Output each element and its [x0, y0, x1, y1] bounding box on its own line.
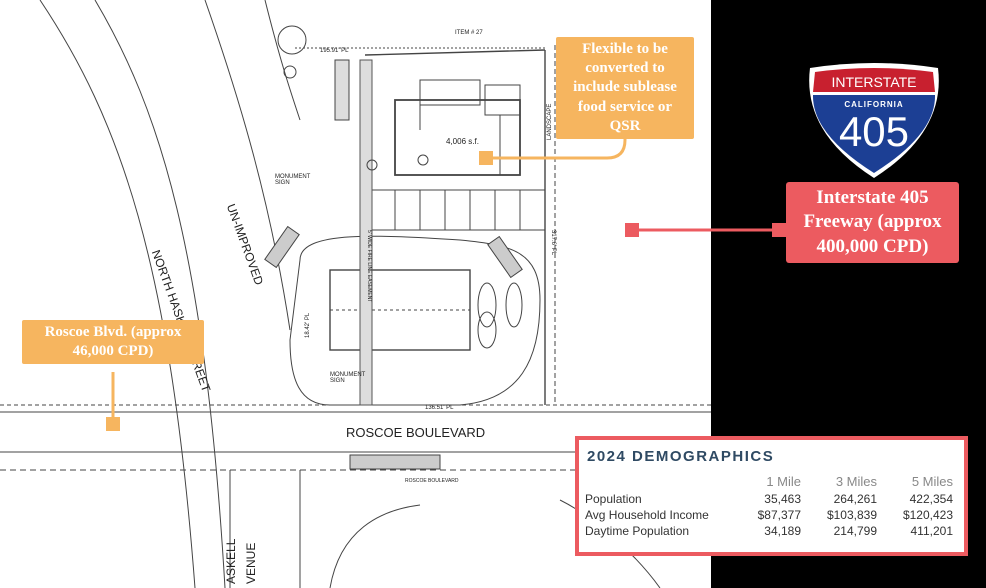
row-value: 422,354 — [909, 492, 953, 506]
row-value: 214,799 — [833, 524, 877, 538]
food-callout-marker — [479, 151, 493, 165]
site-plan-drawing — [0, 0, 711, 588]
monument-sign-label-top: MONUMENT SIGN — [275, 174, 311, 186]
demographics-col-1mile: 1 Mile — [766, 474, 801, 489]
roscoe-traffic-callout: Roscoe Blvd. (approx 46,000 CPD) — [22, 320, 204, 365]
roscoe-callout-marker — [106, 417, 120, 431]
table-row: Avg Household Income $87,377 $103,839 $1… — [585, 507, 953, 523]
dimension-bottom-label: 136.51' PL — [425, 405, 454, 411]
table-row: Daytime Population 34,189 214,799 411,20… — [585, 523, 953, 539]
item-note-label: ITEM # 27 — [455, 30, 483, 36]
table-row: Population 35,463 264,261 422,354 — [585, 491, 953, 507]
row-label: Population — [585, 492, 642, 506]
row-label: Daytime Population — [585, 524, 690, 538]
row-label: Avg Household Income — [585, 508, 709, 522]
shield-top-text: INTERSTATE — [831, 74, 916, 90]
freeway-callout-marker-end — [772, 223, 786, 237]
interstate-405-shield-icon: INTERSTATE CALIFORNIA 405 — [809, 63, 939, 178]
demographics-col-3miles: 3 Miles — [835, 474, 877, 489]
demographics-header-row: 1 Mile 3 Miles 5 Miles — [585, 474, 953, 491]
shield-number-text: 405 — [839, 108, 909, 155]
row-value: 411,201 — [910, 524, 954, 538]
demographics-title: 2024 DEMOGRAPHICS — [587, 448, 775, 465]
food-callout-connector — [486, 118, 627, 160]
building-area-label: 4,006 s.f. — [446, 137, 479, 146]
demographics-header-blank — [585, 474, 725, 491]
demographics-panel: 2024 DEMOGRAPHICS 1 Mile 3 Miles 5 Miles… — [575, 436, 968, 556]
freeway-callout-marker — [625, 223, 639, 237]
demographics-col-5miles: 5 Miles — [911, 474, 953, 489]
shield-state-text: CALIFORNIA — [844, 100, 903, 109]
row-value: 264,261 — [833, 492, 877, 506]
row-value: $87,377 — [757, 508, 801, 522]
row-value: 35,463 — [764, 492, 801, 506]
monument-sign-label-bottom: MONUMENT SIGN — [330, 372, 366, 384]
demographics-table: 1 Mile 3 Miles 5 Miles Population 35,463… — [585, 474, 953, 539]
street-label-roscoe-small: ROSCOE BOULEVARD — [405, 478, 459, 484]
freeway-traffic-callout: Interstate 405 Freeway (approx 400,000 C… — [786, 182, 959, 263]
street-label-roscoe: ROSCOE BOULEVARD — [346, 425, 486, 440]
row-value: 34,189 — [764, 524, 801, 538]
food-service-callout: Flexible to be converted to include subl… — [556, 37, 694, 139]
row-value: $120,423 — [902, 508, 953, 522]
dimension-top-label: 195.91' PL — [320, 48, 349, 54]
row-value: $103,839 — [826, 508, 877, 522]
